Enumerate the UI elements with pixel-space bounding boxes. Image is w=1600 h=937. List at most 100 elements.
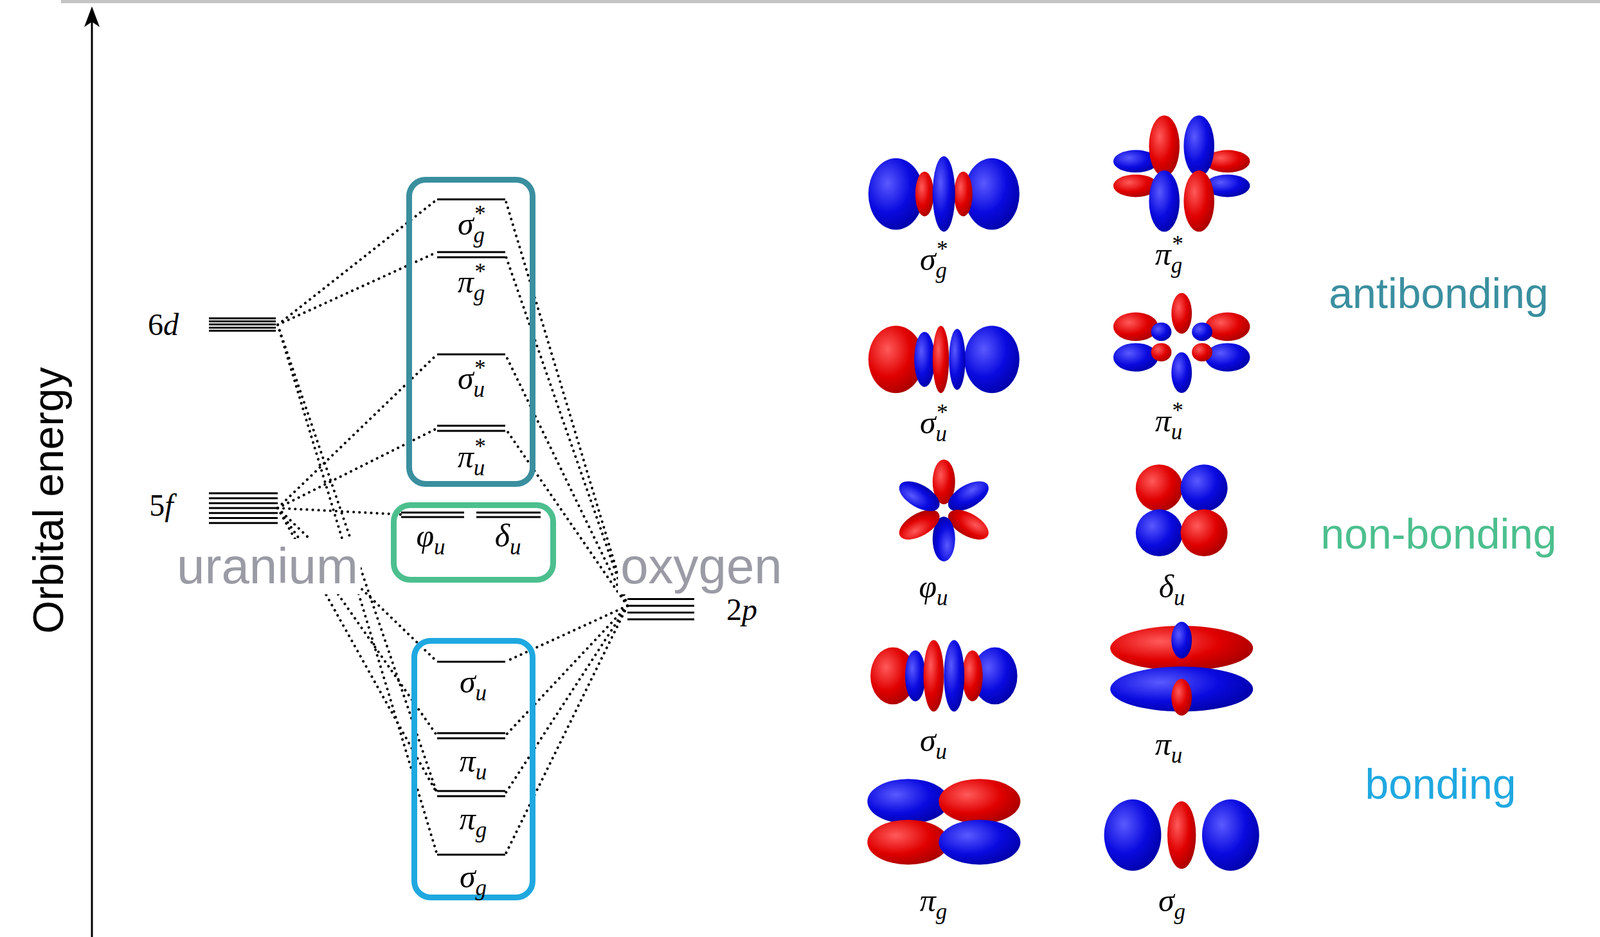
energy-axis: [91, 19, 94, 937]
orbital-lobe: [1135, 509, 1183, 557]
orbital-lobe: [867, 778, 949, 824]
nonbonding-group: φu δu: [390, 502, 557, 583]
energy-level: [208, 511, 278, 514]
orbital-lobe: [1171, 621, 1192, 659]
orbital-lobe: [932, 156, 956, 232]
orbital-lobe: [1191, 322, 1213, 342]
correlation-line: [505, 605, 628, 794]
energy-level: [208, 496, 278, 499]
energy-level: [437, 256, 506, 259]
energy-level: [208, 320, 276, 323]
orbital-caption: σu: [919, 722, 947, 765]
orbital-symbol: σg: [459, 858, 487, 901]
axis-arrowhead: [84, 6, 100, 27]
orbital-lobe: [894, 475, 945, 517]
energy-level: [437, 737, 506, 740]
correlation-line: [505, 605, 628, 736]
energy-level: [208, 521, 278, 524]
orbital-lobe: [1171, 352, 1192, 393]
correlation-line: [277, 507, 402, 515]
energy-level: [437, 732, 506, 735]
orbital-caption: φu: [918, 568, 948, 611]
axis-label: Orbital energy: [25, 367, 72, 634]
orbital-caption: πg*: [1155, 232, 1183, 279]
orbital-lobe: [1135, 464, 1183, 512]
orbital-symbol: πu*: [457, 434, 486, 481]
orbital-lobe: [915, 171, 935, 217]
orbital-lobe: [932, 325, 949, 393]
orbital-symbol: δu: [494, 518, 522, 560]
energy-level: [208, 507, 278, 510]
orbital-lobe: [1171, 678, 1192, 716]
orbital-lobe: [1113, 342, 1159, 371]
energy-level: [208, 502, 278, 504]
category-label: antibonding: [1328, 269, 1548, 317]
energy-level: [401, 511, 465, 514]
orbital-lobe: [953, 171, 973, 217]
orbital-lobe: [964, 325, 1020, 393]
energy-level: [437, 430, 506, 432]
orbital-lobe: [1148, 115, 1180, 177]
orbital-lobe: [938, 819, 1021, 865]
orbital-lobe: [938, 778, 1021, 824]
correlation-line: [505, 199, 628, 606]
orbital-lobe: [943, 475, 994, 517]
correlation-line: [505, 254, 628, 606]
energy-level: [208, 516, 278, 519]
energy-level: [437, 353, 506, 356]
level-label: 5f: [149, 488, 173, 523]
energy-level: [627, 611, 695, 614]
orbital-lobe: [964, 158, 1020, 230]
orbital-lobe: [1183, 115, 1215, 177]
orbital-lobe: [1151, 322, 1172, 342]
orbital-lobe: [1104, 799, 1162, 871]
level-label: 6d: [147, 307, 179, 342]
orbital-caption: σu*: [919, 400, 947, 447]
orbital-lobe: [1205, 312, 1251, 341]
energy-level: [437, 198, 506, 201]
top-rule: [61, 0, 1600, 4]
orbital-lobe: [905, 649, 926, 701]
correlation-line: [277, 354, 438, 508]
energy-level: [437, 424, 506, 427]
category-label: non-bonding: [1321, 510, 1557, 558]
orbital-lobe: [962, 649, 983, 701]
orbital-symbol: σu: [459, 664, 487, 706]
orbital-lobe: [1183, 170, 1215, 232]
orbital-lobe: [867, 819, 949, 865]
energy-level: [627, 618, 695, 621]
antibonding-group: σg*πg*σu*πu*: [406, 176, 536, 487]
orbital-symbol: πu: [459, 743, 488, 785]
orbital-symbol: πg: [459, 800, 488, 843]
orbital-caption: πu: [1155, 726, 1183, 769]
orbital-lobe: [1148, 170, 1180, 232]
orbital-symbol: σu*: [457, 356, 485, 403]
energy-level: [437, 790, 506, 792]
bonding-group: σu πu πg σg: [411, 637, 536, 900]
orbital-lobe: [1180, 464, 1228, 512]
category-label: bonding: [1365, 760, 1517, 808]
orbital-lobe: [943, 639, 965, 711]
energy-level: [437, 660, 506, 663]
energy-level: [437, 251, 506, 254]
orbital-lobe: [868, 158, 924, 230]
orbital-symbol: φu: [415, 518, 445, 560]
orbital-symbol: πg*: [457, 259, 486, 306]
correlation-line: [277, 251, 438, 325]
correlation-line: [277, 199, 438, 325]
orbital-lobe: [948, 328, 965, 390]
orbital-lobe: [1151, 342, 1172, 362]
energy-level: [208, 323, 276, 326]
orbital-caption: δu: [1159, 568, 1186, 611]
correlation-line: [277, 428, 438, 508]
orbital-lobe: [914, 331, 935, 387]
orbital-lobe: [1113, 312, 1159, 341]
orbital-lobe: [923, 639, 945, 711]
orbital-lobe: [894, 503, 945, 546]
correlation-line: [505, 605, 628, 662]
energy-level: [437, 795, 506, 798]
atom-name: uranium: [174, 538, 361, 594]
orbital-caption: σg*: [919, 237, 947, 284]
